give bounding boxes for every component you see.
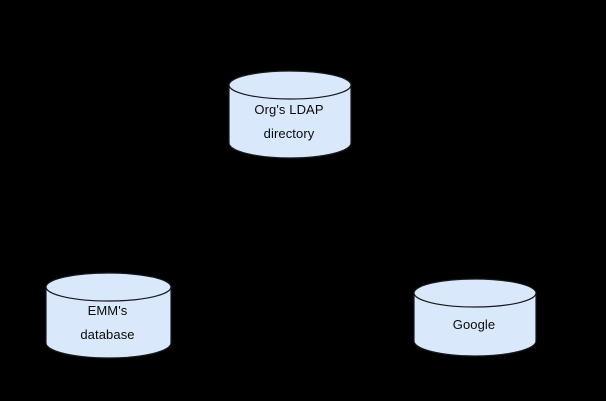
- node-ldap-directory[interactable]: Org's LDAP directory: [228, 70, 352, 159]
- cylinder-shape-emm: [45, 272, 172, 359]
- cylinder-shape-ldap: [228, 70, 352, 159]
- node-emm-database[interactable]: EMM's database: [45, 272, 172, 359]
- node-google[interactable]: Google: [413, 278, 537, 357]
- cylinder-shape-google: [413, 278, 537, 357]
